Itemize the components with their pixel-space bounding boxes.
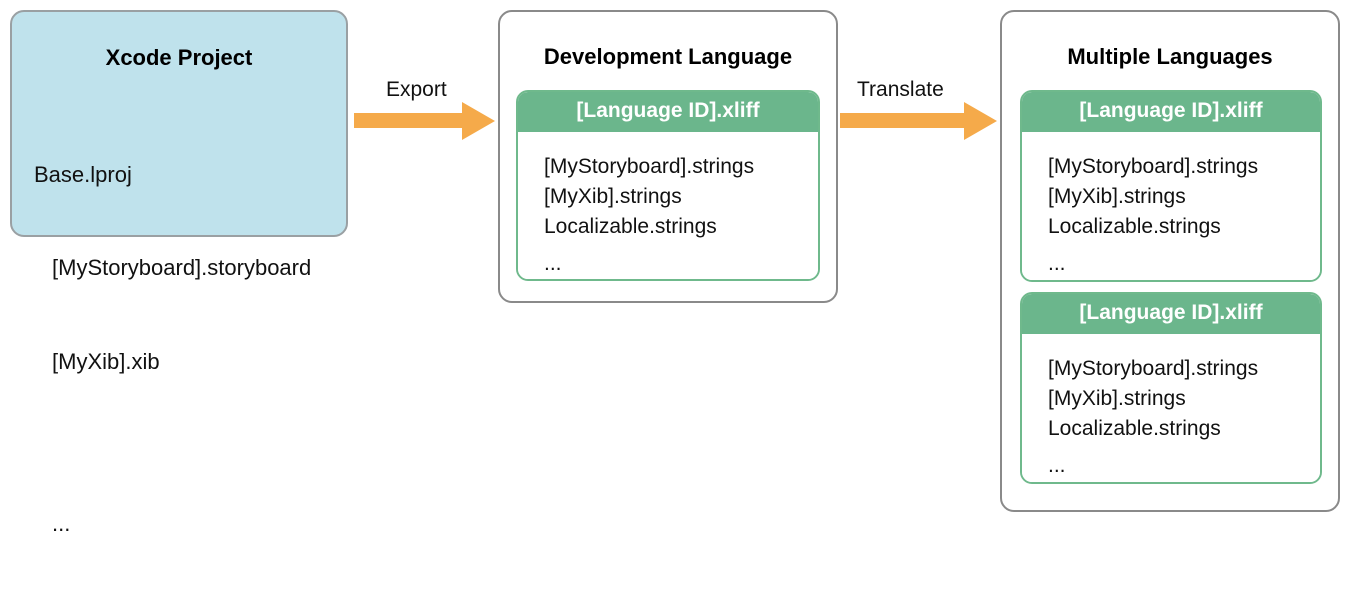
list-spacer	[34, 440, 346, 446]
list-spacer	[1048, 242, 1320, 249]
list-spacer	[1048, 444, 1320, 451]
arrow-label-export: Export	[386, 78, 447, 101]
panel-multiple-languages-title: Multiple Languages	[1067, 44, 1273, 69]
panel-development-language: Development Language [Language ID].xliff…	[498, 10, 838, 303]
xliff-card[interactable]: [Language ID].xliff [MyStoryboard].strin…	[1020, 292, 1322, 484]
arrow-right-icon-export	[354, 102, 495, 140]
xliff-card-header: [Language ID].xliff	[1022, 92, 1320, 133]
xliff-card[interactable]: [Language ID].xliff [MyStoryboard].strin…	[516, 90, 820, 281]
xcode-project-file-list: Base.lproj [MyStoryboard].storyboard [My…	[12, 96, 346, 602]
xliff-card-file-list: [MyStoryboard].strings [MyXib].strings L…	[1022, 334, 1320, 482]
list-item: [MyXib].strings	[1048, 184, 1186, 208]
list-item: ...	[544, 251, 562, 275]
list-item: Base.lproj	[34, 161, 132, 187]
list-item: ...	[52, 511, 71, 537]
arrow-label-translate: Translate	[857, 78, 944, 101]
arrow-right-icon-translate	[840, 102, 997, 140]
xliff-card[interactable]: [Language ID].xliff [MyStoryboard].strin…	[1020, 90, 1322, 282]
list-item: Localizable.strings	[544, 214, 717, 238]
panel-xcode-project: Xcode Project Base.lproj [MyStoryboard].…	[10, 10, 348, 536]
list-spacer	[544, 242, 818, 249]
list-item: ...	[1048, 251, 1066, 275]
panel-xcode-project-title: Xcode Project	[105, 45, 253, 70]
list-item: [MyXib].xib	[52, 349, 160, 375]
list-item: Localizable.strings	[1048, 416, 1221, 440]
list-item: [MyStoryboard].strings	[1048, 357, 1259, 381]
xliff-card-file-list: [MyStoryboard].strings [MyXib].strings L…	[1022, 132, 1320, 280]
list-item: Localizable.strings	[1048, 214, 1221, 238]
xliff-card-header: [Language ID].xliff	[518, 92, 818, 133]
panel-development-language-title: Development Language	[543, 44, 793, 69]
xliff-card-file-list: [MyStoryboard].strings [MyXib].strings L…	[518, 132, 818, 279]
panel-multiple-languages: Multiple Languages [Language ID].xliff […	[1000, 10, 1340, 512]
list-item: [MyStoryboard].storyboard	[52, 255, 312, 281]
xliff-card-header: [Language ID].xliff	[1022, 294, 1320, 335]
list-item: [MyXib].strings	[544, 184, 682, 208]
diagram-canvas: Xcode Project Base.lproj [MyStoryboard].…	[10, 10, 1340, 536]
list-item: [MyXib].strings	[1048, 386, 1186, 410]
list-item: ...	[1048, 453, 1066, 477]
list-item: [MyStoryboard].strings	[1048, 155, 1259, 179]
list-item: [MyStoryboard].strings	[544, 155, 755, 179]
